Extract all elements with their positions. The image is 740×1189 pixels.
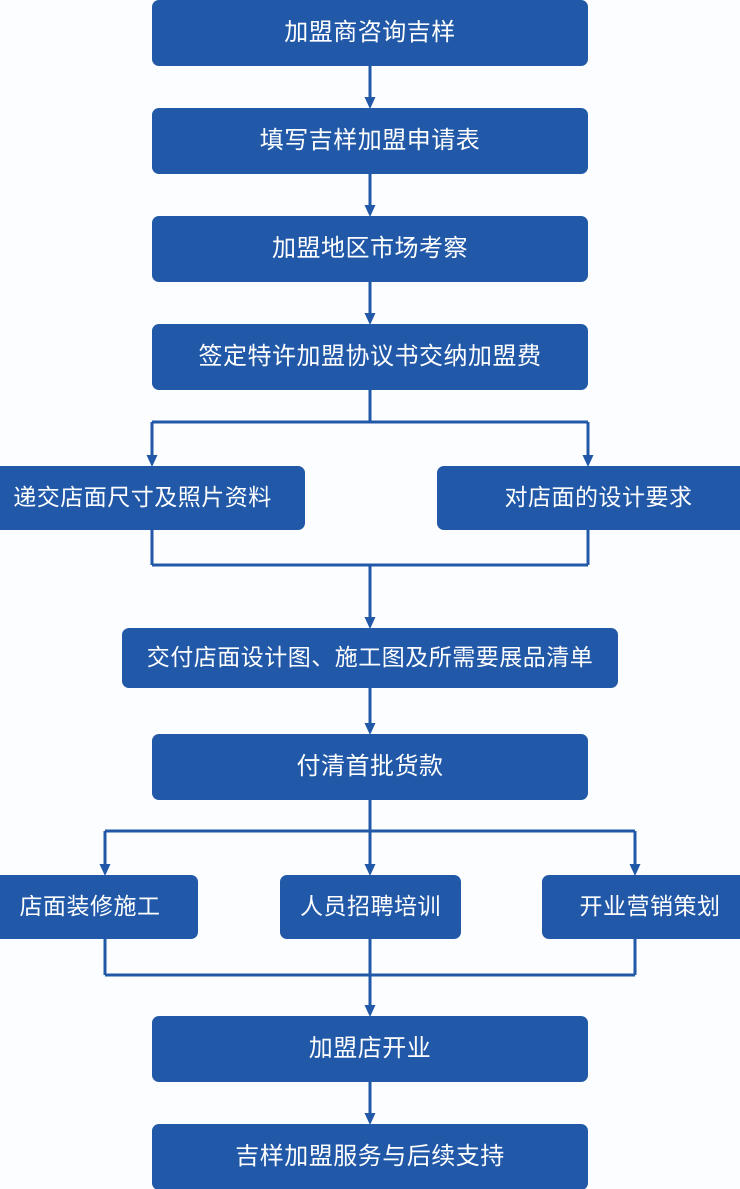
flow-node-label: 加盟店开业 [308,1034,432,1062]
flow-node-label: 加盟地区市场考察 [272,234,468,262]
flow-node-label: 人员招聘培训 [300,893,441,920]
flow-node-label: 签定特许加盟协议书交纳加盟费 [198,342,542,370]
flow-node-label: 开业营销策划 [579,893,721,920]
flow-node-label: 交付店面设计图、施工图及所需要展品清单 [146,644,594,671]
flow-node-consult-franchise[interactable]: 加盟商咨询吉样 [152,0,588,66]
flow-node-store-opening[interactable]: 加盟店开业 [152,1016,588,1082]
flow-node-market-survey[interactable]: 加盟地区市场考察 [152,216,588,282]
flow-node-label: 付清首批货款 [296,752,444,780]
flow-node-opening-marketing-plan[interactable]: 开业营销策划 [542,875,740,939]
flow-node-store-design-requirements[interactable]: 对店面的设计要求 [437,466,740,530]
flow-node-label: 递交店面尺寸及照片资料 [13,484,272,511]
flow-node-sign-agreement[interactable]: 签定特许加盟协议书交纳加盟费 [152,324,588,390]
flow-node-submit-store-photos[interactable]: 递交店面尺寸及照片资料 [0,466,305,530]
flow-node-deliver-design-drawings[interactable]: 交付店面设计图、施工图及所需要展品清单 [122,628,618,688]
flow-node-label: 填写吉样加盟申请表 [259,126,481,154]
flow-node-staff-recruitment-training[interactable]: 人员招聘培训 [280,875,461,939]
flow-node-label: 对店面的设计要求 [504,484,693,511]
flow-node-label: 吉样加盟服务与后续支持 [235,1142,505,1170]
flow-node-label: 加盟商咨询吉样 [284,18,456,46]
flow-node-pay-first-order[interactable]: 付清首批货款 [152,734,588,800]
flow-node-label: 店面装修施工 [19,893,161,920]
flow-node-store-construction[interactable]: 店面装修施工 [0,875,198,939]
flow-node-fill-application[interactable]: 填写吉样加盟申请表 [152,108,588,174]
flow-node-ongoing-support[interactable]: 吉样加盟服务与后续支持 [152,1124,588,1189]
